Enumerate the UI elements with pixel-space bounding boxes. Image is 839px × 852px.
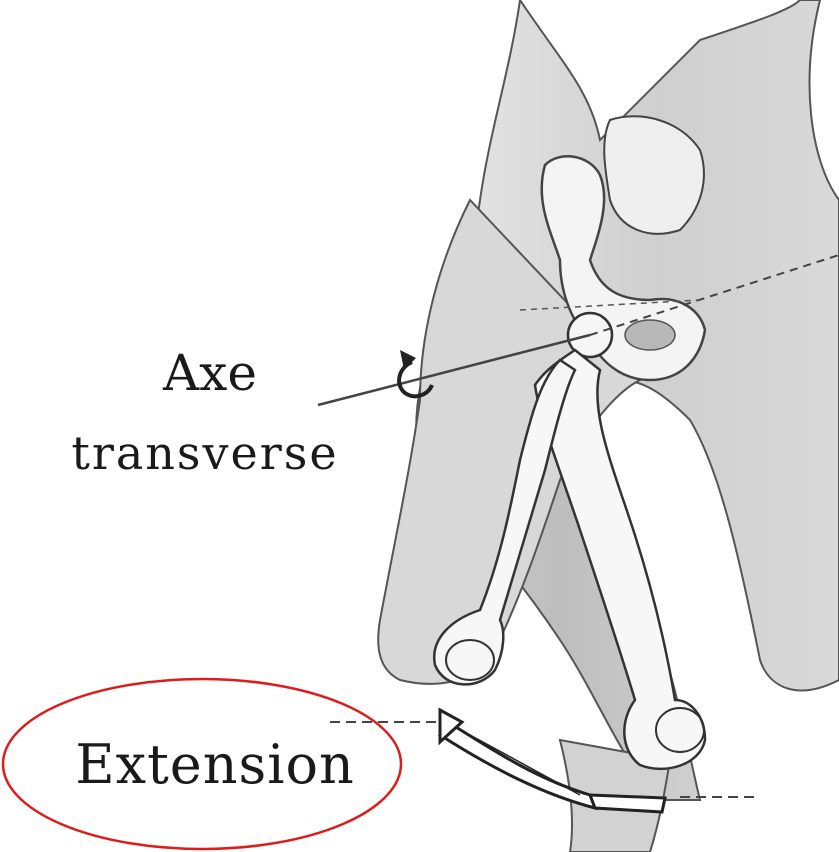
obturator-foramen xyxy=(625,320,675,350)
axe-label: Axe xyxy=(130,345,290,401)
extension-label: Extension xyxy=(50,733,380,797)
transverse-label: transverse xyxy=(45,425,365,481)
